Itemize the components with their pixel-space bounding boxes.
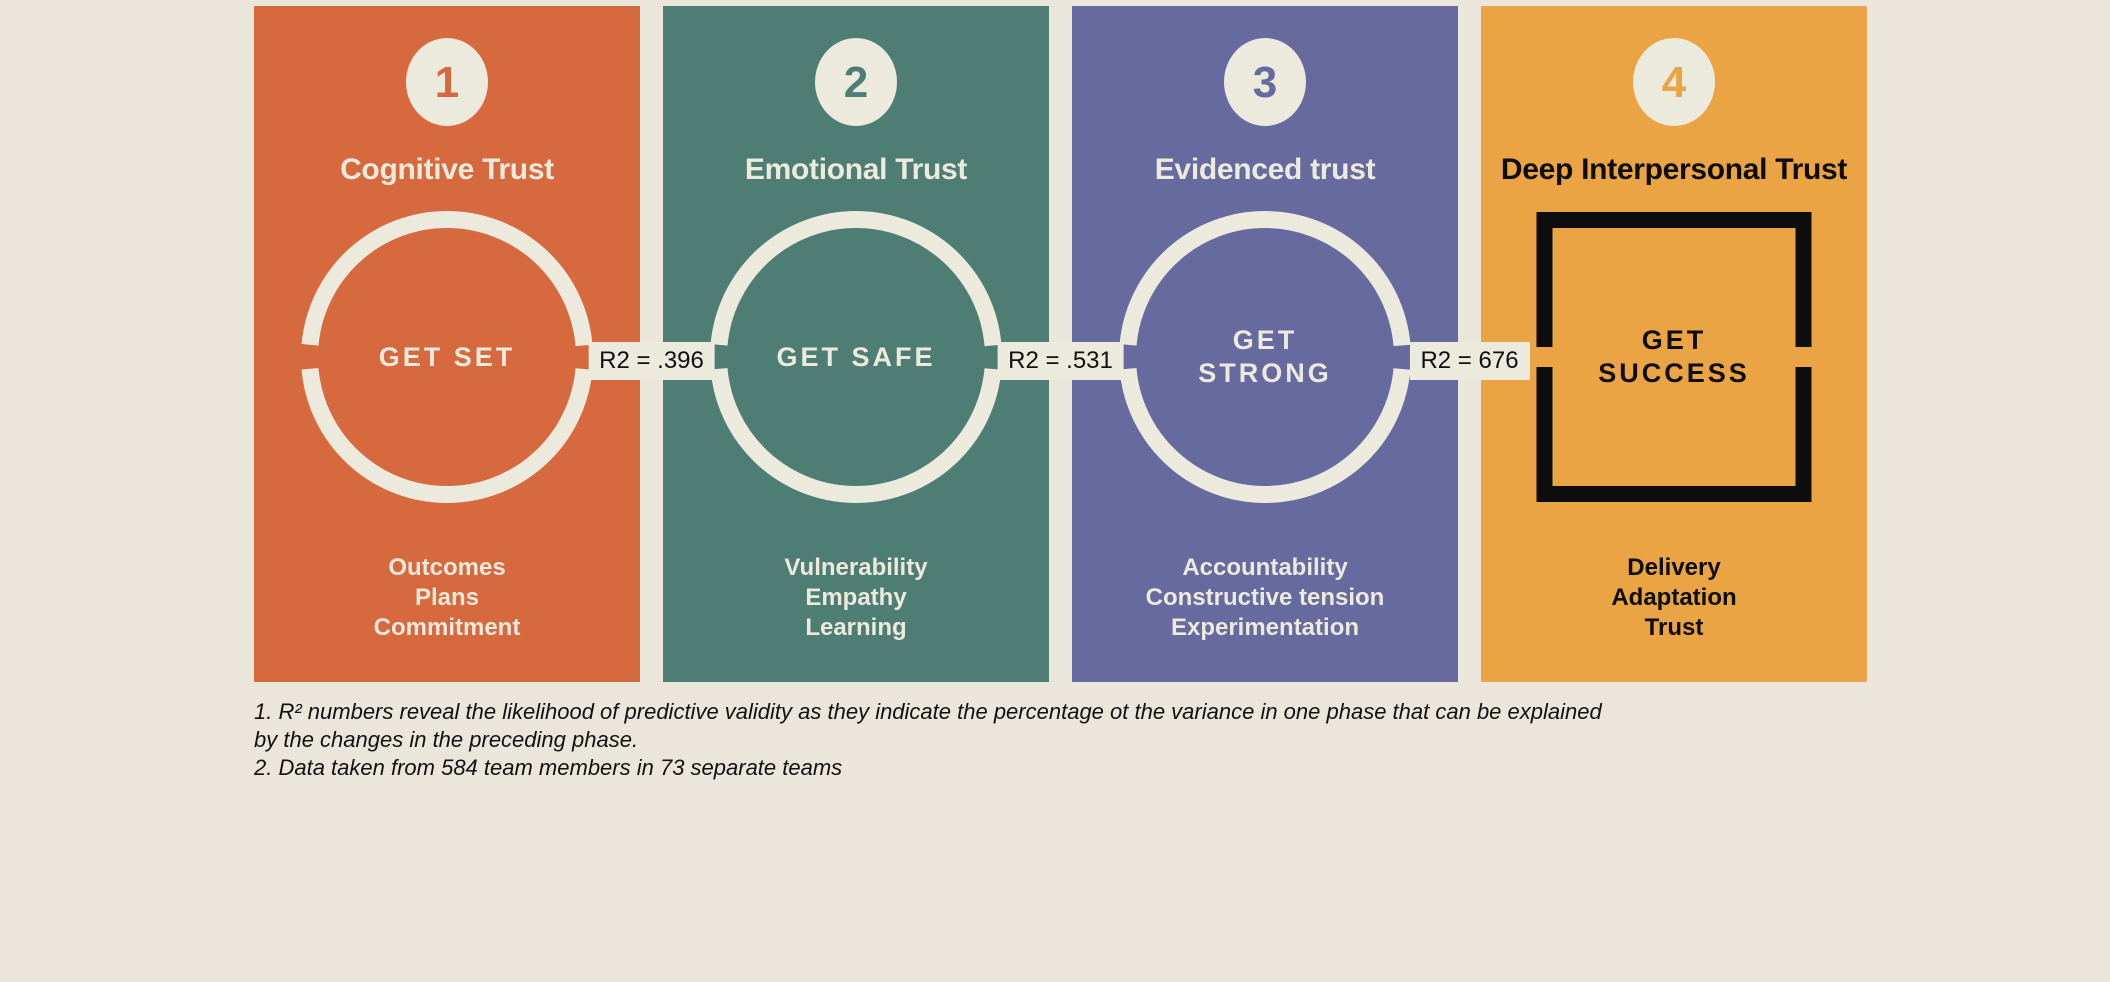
phase-item: Delivery bbox=[1627, 554, 1721, 581]
phase-item: Experimentation bbox=[1170, 614, 1360, 641]
phase-item: Outcomes bbox=[388, 554, 506, 581]
phase-number: 3 bbox=[1252, 58, 1278, 107]
r2-connector-label: R2 = .396 bbox=[588, 342, 715, 380]
phase-item: Trust bbox=[1644, 614, 1704, 641]
footnote-line: 1. R² numbers reveal the likelihood of p… bbox=[254, 699, 1602, 724]
phase-number: 2 bbox=[843, 58, 869, 107]
r2-connector-label: R2 = .531 bbox=[997, 342, 1124, 380]
phase-motto-line: STRONG bbox=[1198, 358, 1332, 388]
phase-number-badge: 3 bbox=[1224, 38, 1306, 126]
r2-connector-label: R2 = 676 bbox=[1409, 342, 1530, 380]
phase-panel-emotional-trust: 2 Emotional Trust GET SAFE Vulnerability… bbox=[663, 6, 1049, 682]
phase-item: Plans bbox=[414, 584, 480, 611]
phase-item: Constructive tension bbox=[1145, 584, 1385, 611]
phase-item: Empathy bbox=[805, 584, 907, 611]
phase-title: Evidenced trust bbox=[1154, 153, 1376, 186]
phase-number: 1 bbox=[434, 58, 460, 107]
phase-number-badge: 4 bbox=[1633, 38, 1715, 126]
phase-number: 4 bbox=[1661, 58, 1687, 107]
phase-motto-line: GET bbox=[1641, 325, 1707, 355]
phase-item: Adaptation bbox=[1611, 584, 1737, 611]
phase-item: Learning bbox=[805, 614, 907, 641]
phase-item: Vulnerability bbox=[784, 554, 928, 581]
phase-ring-icon: GET SET bbox=[301, 211, 593, 503]
phase-motto-line: SUCCESS bbox=[1598, 358, 1750, 388]
phase-item: Accountability bbox=[1182, 554, 1348, 581]
phase-motto: GET SAFE bbox=[710, 211, 1002, 503]
phase-title: Emotional Trust bbox=[744, 153, 968, 186]
footnote-line: 2. Data taken from 584 team members in 7… bbox=[254, 755, 843, 780]
phase-item: Commitment bbox=[373, 614, 521, 641]
phase-title: Cognitive Trust bbox=[340, 153, 554, 186]
footnotes: 1. R² numbers reveal the likelihood of p… bbox=[254, 698, 1602, 782]
footnote-line: by the changes in the preceding phase. bbox=[254, 727, 639, 752]
phase-number-badge: 2 bbox=[815, 38, 897, 126]
phase-motto-line: GET bbox=[1232, 325, 1298, 355]
phase-motto-line: GET SAFE bbox=[776, 341, 936, 372]
phase-motto: GET SET bbox=[301, 211, 593, 503]
phase-number-badge: 1 bbox=[406, 38, 488, 126]
phase-ring-icon: GET SAFE bbox=[710, 211, 1002, 503]
phase-title: Deep Interpersonal Trust bbox=[1500, 153, 1848, 186]
phase-motto-line: GET SET bbox=[378, 341, 516, 372]
